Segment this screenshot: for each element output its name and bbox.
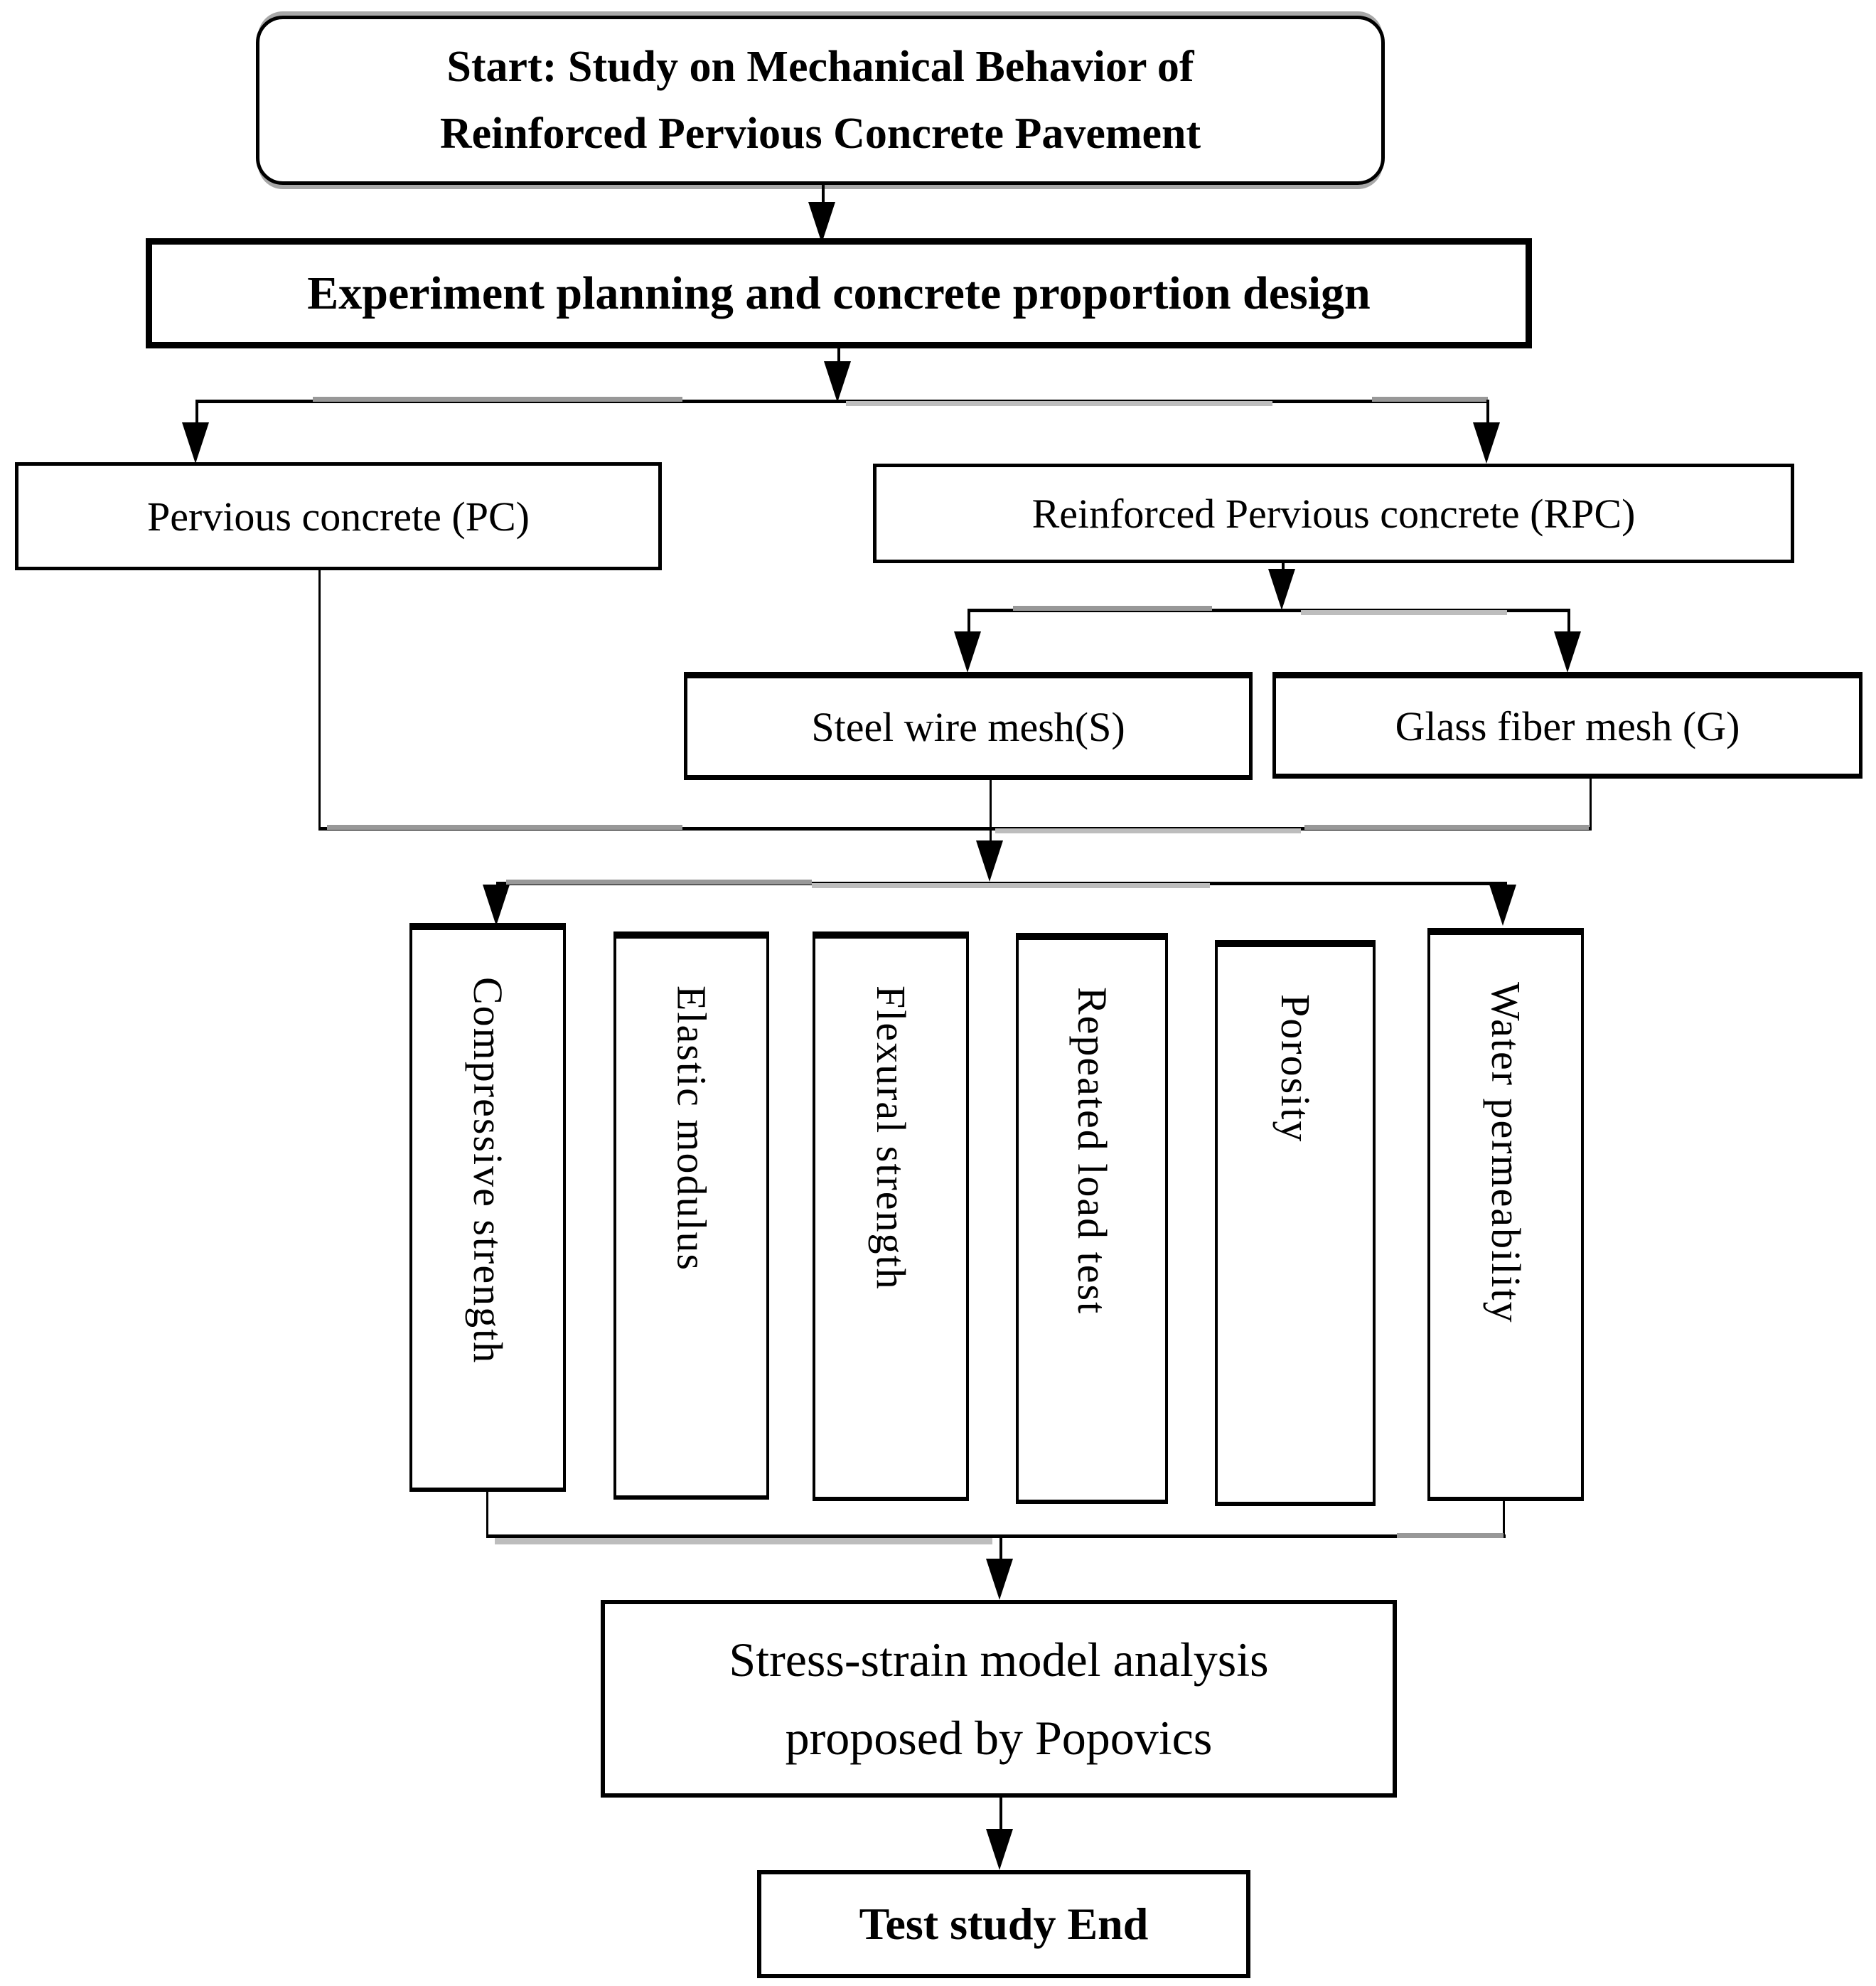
edge-split-steel-arrowhead <box>954 631 981 673</box>
node-popovics-analysis: Stress-strain model analysis proposed by… <box>601 1600 1397 1798</box>
test-label: Porosity <box>1272 994 1319 1143</box>
node-planning: Experiment planning and concrete proport… <box>146 238 1532 348</box>
merge-line-tests <box>318 827 1592 831</box>
edge-collect-popovics-arrowhead <box>986 1559 1013 1600</box>
node-pervious-concrete: Pervious concrete (PC) <box>15 462 662 570</box>
test-label: Flexural strength <box>868 986 914 1291</box>
shadow-artifact <box>1301 610 1507 615</box>
shadow-artifact <box>995 828 1301 833</box>
node-start-label: Start: Study on Mechanical Behavior of R… <box>439 42 1201 158</box>
shadow-artifact <box>1397 1533 1504 1538</box>
test-label: Water permeability <box>1483 982 1529 1324</box>
node-test-flexural-strength: Flexural strength <box>813 931 969 1501</box>
shadow-artifact <box>327 825 682 830</box>
node-steel-label: Steel wire mesh(S) <box>811 703 1125 750</box>
node-test-water-permeability: Water permeability <box>1427 928 1584 1501</box>
edge-popovics-end-line <box>999 1798 1002 1835</box>
shadow-artifact <box>1372 397 1488 402</box>
edge-planning-split-line <box>837 348 840 367</box>
edge-planning-split-arrowhead <box>824 361 851 402</box>
node-glass-fiber-mesh: Glass fiber mesh (G) <box>1272 672 1862 779</box>
node-start: Start: Study on Mechanical Behavior of R… <box>256 16 1385 185</box>
edge-merge-split-line <box>990 780 992 847</box>
split-line-mesh <box>969 609 1569 612</box>
shadow-artifact <box>506 880 812 885</box>
node-test-compressive-strength: Compressive strength <box>409 923 566 1492</box>
edge-merge-split-arrowhead <box>976 840 1003 882</box>
edge-test6-collect-line <box>1503 1501 1505 1536</box>
node-rpc-label: Reinforced Pervious concrete (RPC) <box>1031 490 1636 537</box>
edge-popovics-end-arrowhead <box>986 1829 1013 1870</box>
test-label: Repeated load test <box>1069 987 1115 1315</box>
edge-split-test1-arrowhead <box>483 885 510 926</box>
edge-start-planning-arrowhead <box>808 202 835 243</box>
node-glass-label: Glass fiber mesh (G) <box>1395 703 1740 749</box>
collect-line-tests <box>486 1534 1506 1538</box>
node-test-repeated-load-test: Repeated load test <box>1016 933 1168 1504</box>
edge-pc-merge-line <box>318 570 321 828</box>
node-steel-wire-mesh: Steel wire mesh(S) <box>684 672 1253 780</box>
shadow-artifact <box>495 1538 992 1544</box>
edge-split-steel-line <box>968 609 970 634</box>
shadow-artifact <box>812 883 1210 888</box>
split-line-pc-rpc <box>197 400 1488 403</box>
node-pc-label: Pervious concrete (PC) <box>147 493 530 540</box>
shadow-artifact <box>1013 606 1212 611</box>
edge-collect-popovics-line <box>999 1534 1002 1564</box>
edge-glass-merge-line <box>1590 779 1592 828</box>
edge-start-planning-line <box>822 185 825 210</box>
test-label: Compressive strength <box>465 977 511 1365</box>
edge-split-rpc-arrowhead <box>1473 422 1500 464</box>
node-test-elastic-modulus: Elastic modulus <box>613 931 769 1500</box>
edge-split-glass-line <box>1567 609 1570 634</box>
shadow-artifact <box>1304 825 1589 830</box>
edge-split-pc-line <box>195 400 198 428</box>
edge-test1-collect-line <box>486 1492 488 1536</box>
node-popovics-label: Stress-strain model analysis proposed by… <box>729 1632 1269 1765</box>
test-label: Elastic modulus <box>668 986 715 1272</box>
node-planning-label: Experiment planning and concrete proport… <box>307 267 1371 319</box>
shadow-artifact <box>846 401 1272 406</box>
edge-rpc-split-arrowhead <box>1268 569 1295 610</box>
edge-split-pc-arrowhead <box>182 422 209 464</box>
node-test-porosity: Porosity <box>1215 940 1376 1506</box>
edge-split-rpc-line <box>1486 400 1489 428</box>
node-end-label: Test study End <box>859 1899 1149 1949</box>
node-reinforced-pervious-concrete: Reinforced Pervious concrete (RPC) <box>873 464 1794 563</box>
node-end: Test study End <box>757 1870 1250 1978</box>
edge-split-glass-arrowhead <box>1554 631 1581 673</box>
edge-split-test6-arrowhead <box>1489 885 1516 926</box>
shadow-artifact <box>313 397 682 402</box>
